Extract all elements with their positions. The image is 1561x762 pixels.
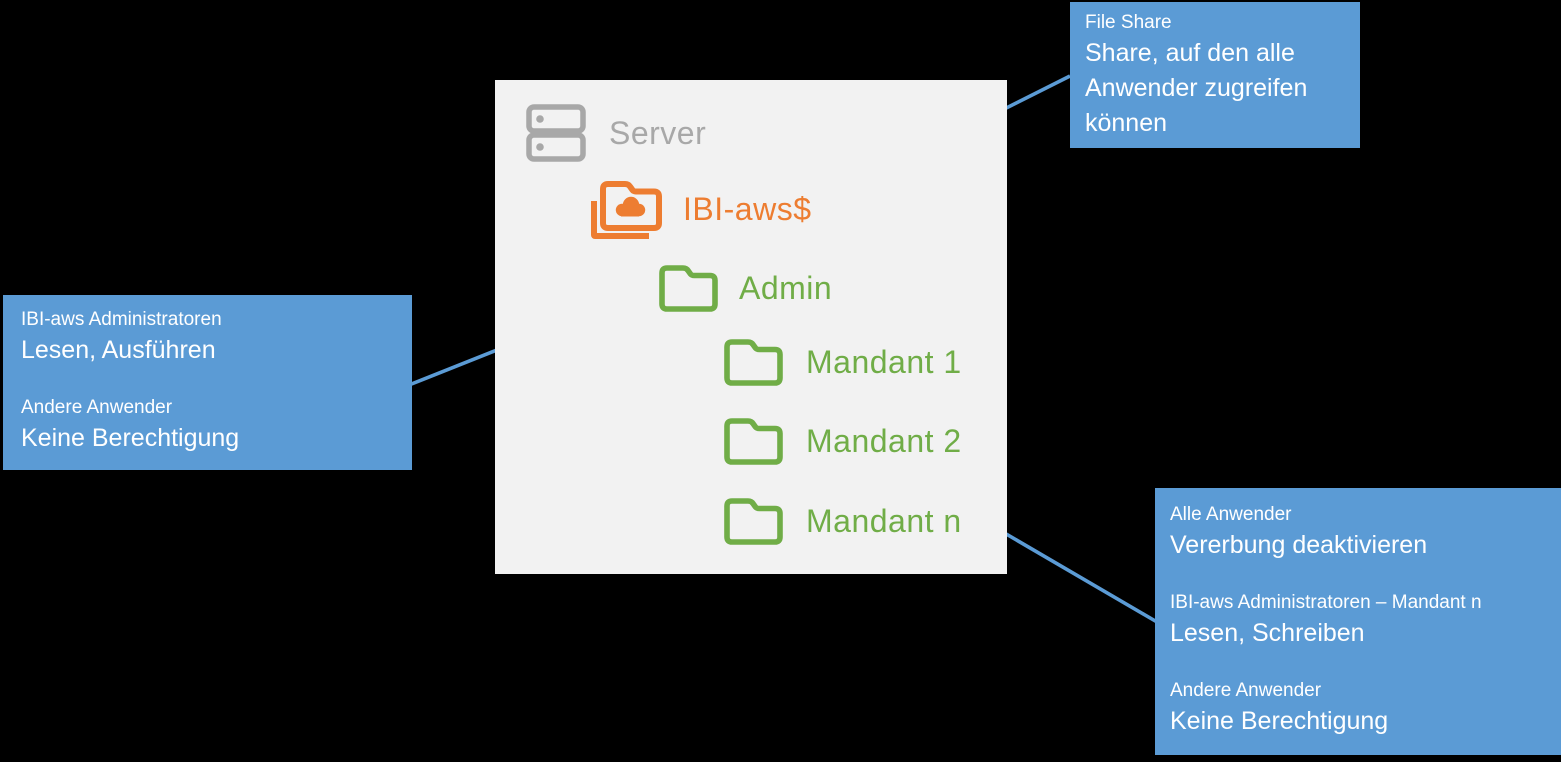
callout-file-share-title: File Share <box>1085 12 1172 33</box>
folder-icon <box>724 498 783 545</box>
callout-mandant-permissions: Alle Anwender Vererbung deaktivieren IBI… <box>1155 488 1561 755</box>
ibi-aws-share-label: IBI-aws$ <box>683 190 812 227</box>
arrow-mandantcallout-to-mandantn <box>987 522 1158 624</box>
permission-value: Lesen, Ausführen <box>21 336 216 364</box>
tree-row-mandant-2: Mandant 2 <box>722 416 962 466</box>
folder-icon <box>724 339 783 386</box>
callout-file-share-body: Share, auf den alle Anwender zugreifen k… <box>1085 39 1308 137</box>
folder-icon <box>659 265 718 312</box>
permission-group: IBI-aws Administratoren – Mandant n <box>1170 592 1482 613</box>
mandant-2-folder-label: Mandant 2 <box>806 422 962 459</box>
permission-value: Vererbung deaktivieren <box>1170 531 1428 559</box>
mandant-1-folder-label: Mandant 1 <box>806 343 962 380</box>
permission-value: Keine Berechtigung <box>1170 707 1389 735</box>
tree-row-server: Server <box>525 102 706 164</box>
tree-row-ibi-aws: IBI-aws$ <box>589 176 811 242</box>
callout-admin-permissions: IBI-aws Administratoren Lesen, Ausführen… <box>3 295 412 470</box>
permission-group: Andere Anwender <box>1170 680 1322 701</box>
server-icon <box>526 104 586 162</box>
permission-group: IBI-aws Administratoren <box>21 309 222 330</box>
permission-group: Andere Anwender <box>21 397 173 418</box>
spacer <box>1170 562 1546 590</box>
tree-row-admin: Admin <box>657 263 832 313</box>
permission-value: Keine Berechtigung <box>21 424 240 452</box>
server-panel: Server IBI-aws$ Admin <box>495 80 1007 574</box>
tree-row-mandant-n: Mandant n <box>722 496 962 546</box>
folder-icon <box>724 418 783 465</box>
admin-folder-label: Admin <box>739 269 833 306</box>
tree-row-mandant-1: Mandant 1 <box>722 337 962 387</box>
permission-group: Alle Anwender <box>1170 504 1292 525</box>
spacer <box>1170 650 1546 678</box>
callout-file-share: File Share Share, auf den alle Anwender … <box>1070 2 1360 148</box>
shared-cloud-folder-icon <box>591 181 662 239</box>
spacer <box>21 367 394 395</box>
mandant-n-folder-label: Mandant n <box>806 502 962 539</box>
server-label: Server <box>609 114 707 151</box>
permission-value: Lesen, Schreiben <box>1170 619 1365 647</box>
